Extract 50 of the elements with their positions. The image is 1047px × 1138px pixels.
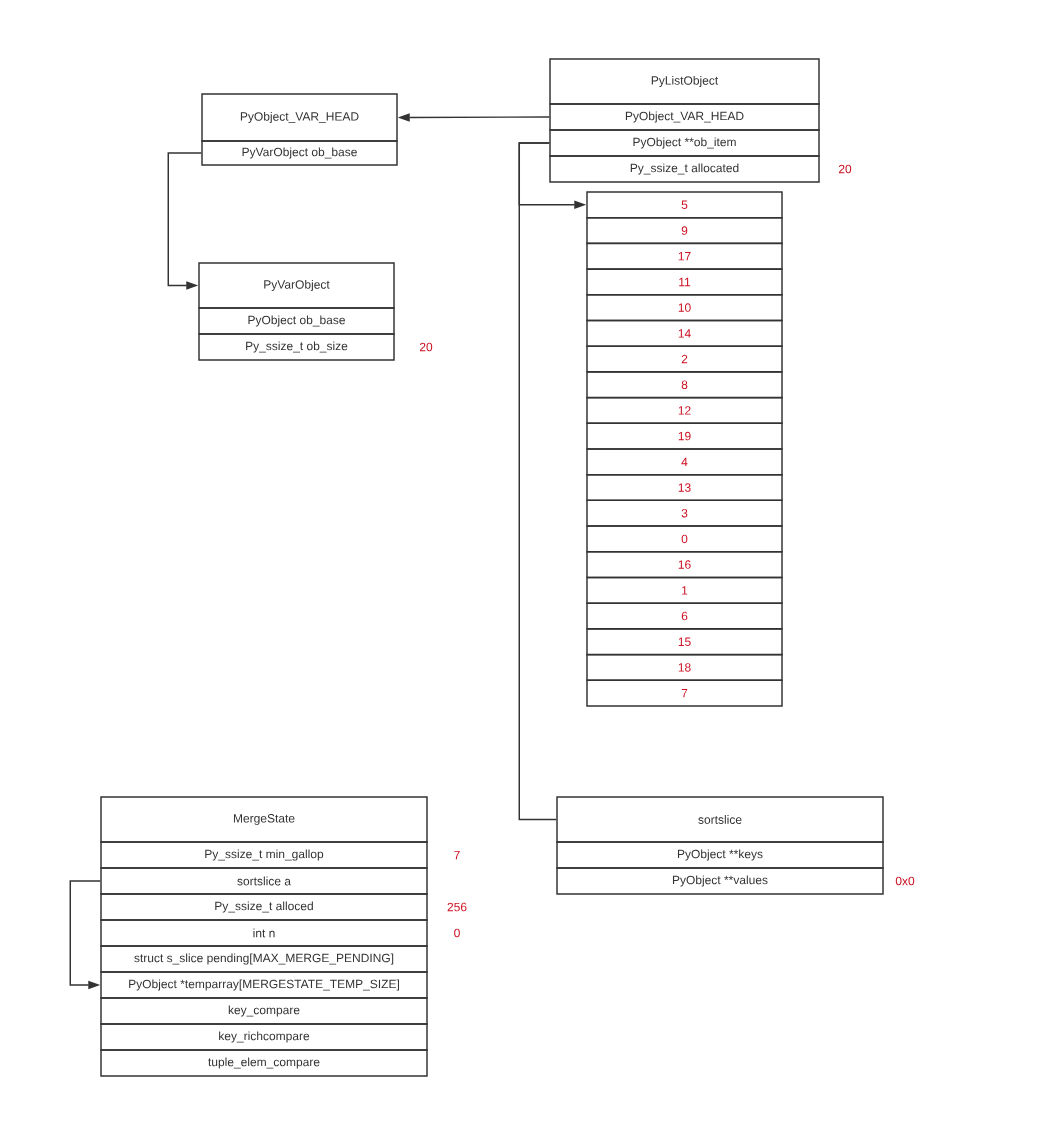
struct-header-cell: PyObject_VAR_HEAD: [201, 93, 398, 142]
field-cell: PyVarObject ob_base: [201, 140, 398, 166]
array-cell: 15: [586, 628, 783, 656]
value-label: 0: [454, 928, 460, 938]
array-cell: 3: [586, 499, 783, 527]
connector-line: [518, 142, 557, 821]
field-cell: key_compare: [100, 997, 428, 1025]
array-cell: 17: [586, 242, 783, 270]
field-cell: struct s_slice pending[MAX_MERGE_PENDING]: [100, 945, 428, 973]
field-cell: int n: [100, 919, 428, 947]
field-cell: PyObject_VAR_HEAD: [549, 103, 820, 131]
array-cell: 1: [586, 576, 783, 604]
array-cell: 2: [586, 345, 783, 373]
field-cell: key_richcompare: [100, 1023, 428, 1051]
array-cell: 10: [586, 294, 783, 322]
field-cell: Py_ssize_t min_gallop: [100, 841, 428, 869]
array-cell: 19: [586, 422, 783, 450]
field-cell: PyObject **values: [556, 867, 884, 895]
array-cell: 4: [586, 448, 783, 476]
array-cell: 12: [586, 396, 783, 424]
value-label: 20: [419, 342, 433, 352]
struct-header-cell: PyVarObject: [198, 262, 395, 309]
array-cell: 5: [586, 191, 783, 219]
array-cell: 18: [586, 653, 783, 681]
field-cell: sortslice a: [100, 867, 428, 895]
arrow: [167, 152, 202, 290]
field-cell: PyObject ob_base: [198, 307, 395, 335]
field-cell: PyObject **keys: [556, 841, 884, 869]
array-cell: 0: [586, 525, 783, 553]
array-cell: 13: [586, 473, 783, 502]
field-cell: Py_ssize_t ob_size: [198, 333, 395, 361]
value-label: 20: [838, 164, 852, 174]
array-cell: 6: [586, 602, 783, 630]
struct-header-cell: PyListObject: [549, 58, 820, 105]
struct-header-cell: MergeState: [100, 796, 428, 843]
value-label: 256: [447, 902, 467, 912]
value-label: 0x0: [895, 876, 915, 886]
struct-header-cell: sortslice: [556, 796, 884, 843]
field-cell: tuple_elem_compare: [100, 1049, 428, 1077]
array-cell: 9: [586, 217, 783, 245]
field-cell: Py_ssize_t alloced: [100, 893, 428, 921]
array-cell: 8: [586, 371, 783, 399]
array-cell: 7: [586, 679, 783, 707]
field-cell: PyObject *temparray[MERGESTATE_TEMP_SIZE]: [100, 971, 428, 999]
array-cell: 14: [586, 319, 783, 347]
field-cell: Py_ssize_t allocated: [549, 155, 820, 183]
array-cell: 16: [586, 551, 783, 579]
value-label: 7: [454, 850, 460, 860]
field-cell: PyObject **ob_item: [549, 129, 820, 157]
array-cell: 11: [586, 268, 783, 296]
